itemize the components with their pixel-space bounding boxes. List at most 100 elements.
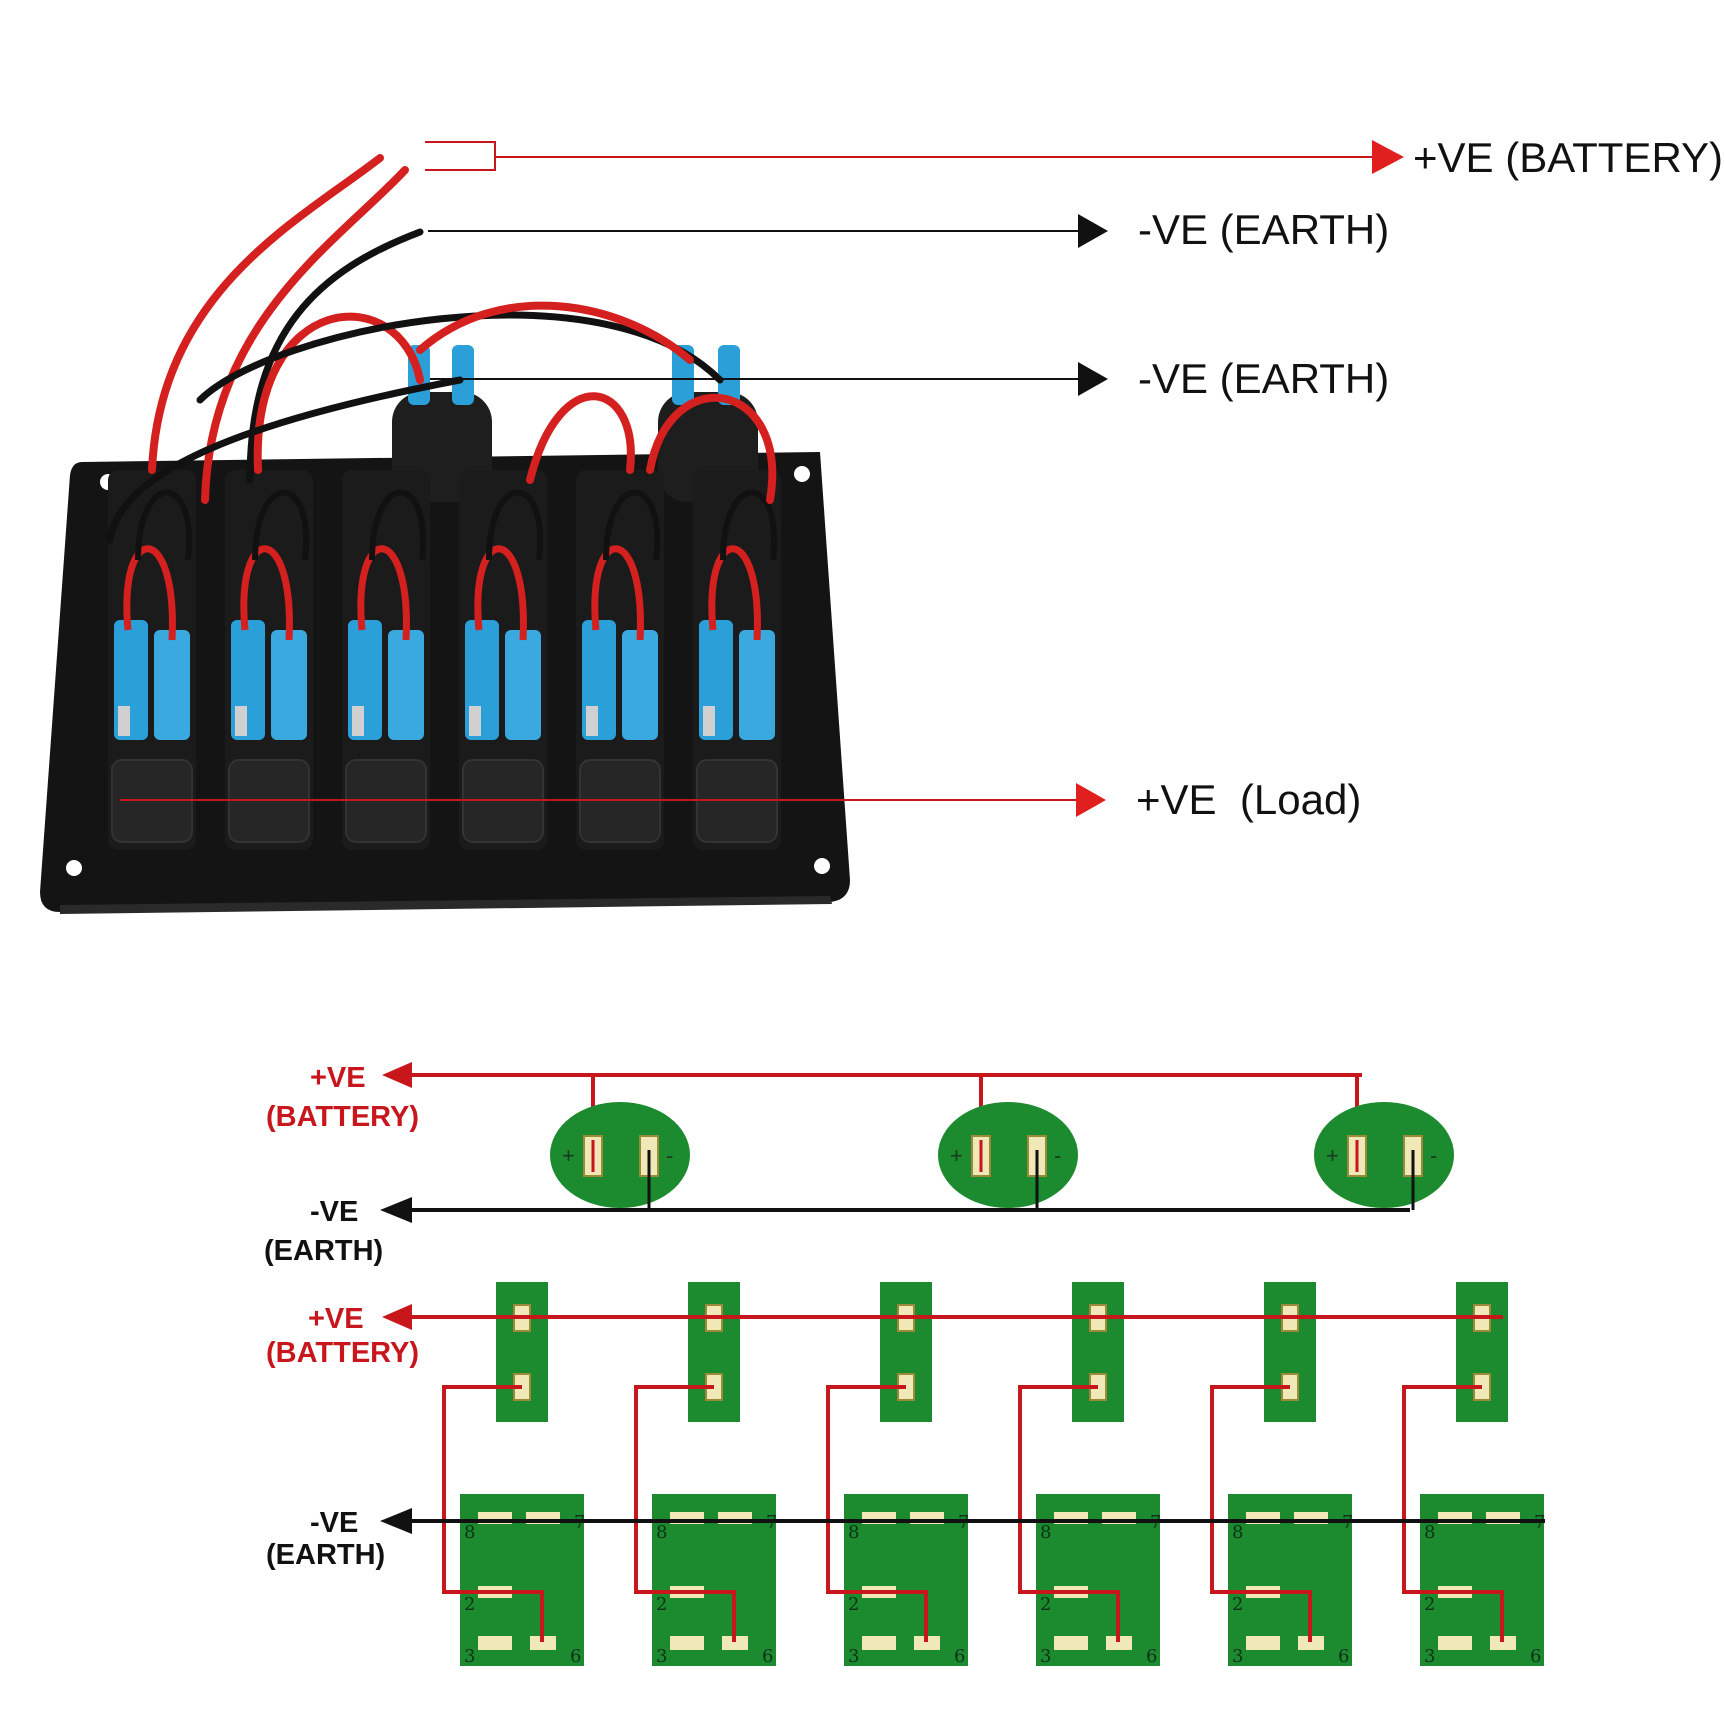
- battery-leader-line: [425, 141, 496, 171]
- socket-battery-label-line2: (BATTERY): [266, 1101, 419, 1133]
- arrow-head-black: [1078, 214, 1108, 248]
- switch-pad-6: [1490, 1636, 1516, 1650]
- load-wire: [1018, 1385, 1120, 1642]
- rocker-switch-columns: [108, 470, 781, 850]
- switch-pin-label: 3: [464, 1646, 475, 1667]
- arrow-head-red: [1372, 140, 1404, 174]
- plus-sign: +: [562, 1143, 575, 1168]
- socket-battery-label-line1: +VE: [310, 1062, 366, 1094]
- socket-earth-label-line1: -VE: [310, 1196, 358, 1228]
- switch-pad-3: [1438, 1636, 1472, 1650]
- socket-symbol: +-: [550, 1075, 690, 1210]
- switch-pin-label: 2: [656, 1594, 667, 1615]
- switch-pin-label: 6: [762, 1646, 773, 1667]
- loop-wire: [474, 545, 527, 641]
- load-wire: [634, 1385, 736, 1642]
- loop-wire: [486, 489, 544, 561]
- blue-connector: [271, 630, 307, 740]
- rocker-switch-column: [225, 470, 313, 850]
- rocker-switch-column: [576, 470, 664, 850]
- switch-pin-label: 2: [1040, 1594, 1051, 1615]
- spade-terminal: [586, 706, 598, 736]
- switch-pin-label: 8: [1424, 1522, 1435, 1543]
- loop-wire: [708, 545, 761, 641]
- blue-connector: [622, 630, 658, 740]
- arrow-head-black: [380, 1508, 412, 1534]
- load-wire: [442, 1385, 544, 1642]
- spade-terminal: [118, 706, 130, 736]
- photo-wires: [106, 154, 777, 544]
- spade-terminal: [352, 706, 364, 736]
- switch-pad-3: [1246, 1636, 1280, 1650]
- switch-pin-label: 3: [656, 1646, 667, 1667]
- loop-wire: [357, 545, 410, 641]
- fuse-and-switch: 87236: [1018, 1282, 1161, 1667]
- switch-pad-6: [1106, 1636, 1132, 1650]
- switch-earth-label-line1: -VE: [310, 1507, 358, 1539]
- callout-battery-positive: +VE (BATTERY): [1413, 134, 1723, 181]
- switch-earth-label-line2: (EARTH): [266, 1539, 385, 1571]
- rocker-switch-column: [693, 470, 781, 850]
- callout-earth-1: -VE (EARTH): [1138, 206, 1389, 253]
- switch-pin-label: 6: [1146, 1646, 1157, 1667]
- switch-pin-label: 6: [954, 1646, 965, 1667]
- callout-load-positive: +VE (Load): [1136, 776, 1361, 823]
- loop-wire: [123, 545, 176, 641]
- socket-body: [550, 1102, 690, 1208]
- loop-wire: [603, 489, 661, 561]
- switch-pin-label: 2: [848, 1594, 859, 1615]
- socket-earth-label-line2: (EARTH): [264, 1235, 383, 1267]
- minus-sign: -: [666, 1143, 673, 1168]
- plus-sign: +: [950, 1143, 963, 1168]
- loop-wire: [720, 489, 778, 561]
- switch-pad-3: [862, 1636, 896, 1650]
- switch-pad-6: [914, 1636, 940, 1650]
- loop-wire: [240, 545, 293, 641]
- switch-symbols: 872368723687236872368723687236: [442, 1282, 1545, 1667]
- load-wire: [1210, 1385, 1312, 1642]
- photo-callouts: +VE (BATTERY) -VE (EARTH) -VE (EARTH) +V…: [120, 134, 1723, 823]
- loop-wire: [252, 489, 310, 561]
- fuse-and-switch: 87236: [634, 1282, 777, 1667]
- spade-terminal: [469, 706, 481, 736]
- arrow-head-black: [380, 1197, 412, 1223]
- arrow-head-black: [1078, 362, 1108, 396]
- loop-wire: [369, 489, 427, 561]
- mounting-hole: [794, 466, 810, 482]
- switch-schematic: +VE (BATTERY) -VE (EARTH) 87236872368723…: [266, 1282, 1545, 1667]
- minus-sign: -: [1054, 1143, 1061, 1168]
- switch-pad-3: [478, 1636, 512, 1650]
- switch-pin-label: 8: [1040, 1522, 1051, 1543]
- fuse-and-switch: 87236: [442, 1282, 585, 1667]
- switch-pin-label: 8: [848, 1522, 859, 1543]
- switch-pin-label: 2: [1232, 1594, 1243, 1615]
- spade-terminal: [703, 706, 715, 736]
- switch-pin-label: 6: [1530, 1646, 1541, 1667]
- switch-pad-6: [722, 1636, 748, 1650]
- switch-pin-label: 6: [1338, 1646, 1349, 1667]
- blue-connector: [505, 630, 541, 740]
- switch-pad-6: [530, 1636, 556, 1650]
- loop-wire: [135, 489, 193, 561]
- load-wire: [826, 1385, 928, 1642]
- rocker-switch-column: [459, 470, 547, 850]
- switch-panel-photo: [40, 154, 850, 914]
- switch-pin-label: 2: [1424, 1594, 1435, 1615]
- fuse-and-switch: 87236: [826, 1282, 969, 1667]
- fuse-and-switch: 87236: [1210, 1282, 1353, 1667]
- socket-body: [938, 1102, 1078, 1208]
- switch-pin-label: 8: [464, 1522, 475, 1543]
- switch-pin-label: 8: [1232, 1522, 1243, 1543]
- blue-connector: [739, 630, 775, 740]
- switch-pin-label: 2: [464, 1594, 475, 1615]
- arrow-head-red: [1076, 783, 1106, 817]
- callout-earth-2: -VE (EARTH): [1138, 355, 1389, 402]
- switch-pin-label: 3: [1040, 1646, 1051, 1667]
- switch-battery-label-line2: (BATTERY): [266, 1337, 419, 1369]
- switch-pin-label: 3: [848, 1646, 859, 1667]
- switch-pad-3: [670, 1636, 704, 1650]
- socket-symbol: +-: [1314, 1075, 1454, 1210]
- fuse-and-switch: 87236: [1402, 1282, 1545, 1667]
- loop-wire: [591, 545, 644, 641]
